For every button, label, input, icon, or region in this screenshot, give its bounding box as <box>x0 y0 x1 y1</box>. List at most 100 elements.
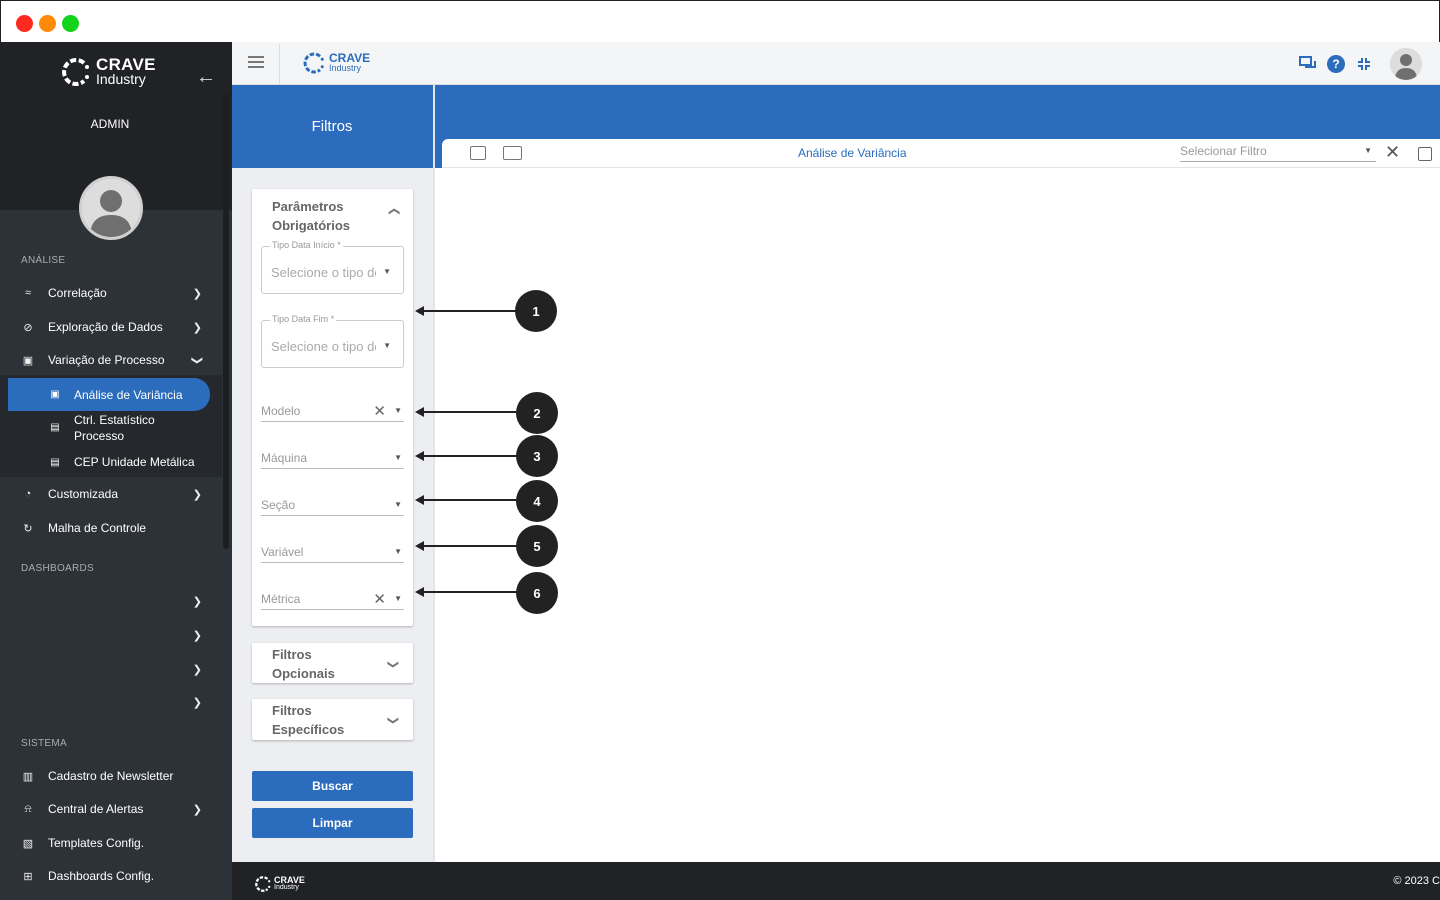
field-placeholder: Seção <box>261 498 296 512</box>
dashboard-item[interactable]: ❯ <box>0 654 218 684</box>
dropdown-arrow-icon: ▼ <box>394 547 402 556</box>
dropdown-arrow-icon: ▼ <box>383 341 391 350</box>
close-window-icon[interactable] <box>16 15 33 32</box>
chevron-right-icon: ❯ <box>192 696 202 709</box>
template-icon: ▧ <box>22 837 34 850</box>
close-icon[interactable]: ✕ <box>1385 142 1401 162</box>
user-role: ADMIN <box>90 117 130 131</box>
menu-icon[interactable] <box>248 56 264 68</box>
specific-filters-title: Filtros Específicos <box>272 703 345 737</box>
bell-icon: ⍾ <box>24 802 32 815</box>
sidebar-subitem-label: CEP Unidade Metálica <box>74 455 195 469</box>
chat-icon[interactable] <box>1298 54 1318 74</box>
dropdown-arrow-icon: ▼ <box>394 500 402 509</box>
crave-logo-icon <box>62 58 89 86</box>
sidebar-item-customizada[interactable]: ◔ Customizada ❯ <box>0 479 218 509</box>
clear-icon[interactable]: ✕ <box>373 403 386 420</box>
section-dashboards: DASHBOARDS <box>21 563 95 574</box>
search-button[interactable]: Buscar <box>252 771 413 801</box>
arrow-head-icon <box>415 306 424 316</box>
chevron-down-icon[interactable]: ❯ <box>386 659 399 670</box>
annotation-badge: 5 <box>516 525 558 567</box>
minimize-window-icon[interactable] <box>39 15 56 32</box>
collapse-sidebar-arrow-icon[interactable]: ← <box>196 66 216 88</box>
field-placeholder: Métrica <box>261 592 301 606</box>
help-icon[interactable]: ? <box>1327 55 1345 73</box>
sidebar-item-exploracao[interactable]: ⊘ Exploração de Dados ❯ <box>0 312 218 342</box>
arrow-head-icon <box>415 407 424 417</box>
arrow-head-icon <box>415 495 424 505</box>
modelo-select[interactable]: Modelo ✕ ▼ <box>261 400 404 422</box>
optional-filters-card[interactable]: Filtros Opcionais ❯ <box>252 643 413 683</box>
sidebar-item-newsletter[interactable]: ▥ Cadastro de Newsletter <box>0 761 218 791</box>
chevron-right-icon: ❯ <box>192 287 202 300</box>
sidebar-item-correlacao[interactable]: ≈ Correlação ❯ <box>0 278 218 308</box>
field-placeholder: Selecione o tipo de <box>271 265 376 280</box>
dashboard-item[interactable]: ❯ <box>0 687 218 717</box>
tipo-data-fim-select[interactable]: Tipo Data Fim * Selecione o tipo de ▼ <box>261 314 404 368</box>
footer-logo: CRAVE Industry <box>254 875 305 893</box>
chevron-up-icon[interactable]: ❯ <box>387 206 400 217</box>
user-avatar-small[interactable] <box>1390 48 1422 80</box>
top-bar: CRAVE Industry ? <box>232 42 1440 85</box>
sidebar-scrollbar[interactable] <box>223 94 229 549</box>
window-titlebar <box>0 0 1440 42</box>
annotation-arrow <box>418 455 518 457</box>
sidebar-subitem-analise-variancia[interactable]: ▣ Análise de Variância <box>8 378 210 411</box>
metrica-select[interactable]: Métrica ✕ ▼ <box>261 588 404 610</box>
panel-divider <box>433 85 435 862</box>
chevron-down-icon[interactable]: ❯ <box>386 715 399 726</box>
clear-button[interactable]: Limpar <box>252 808 413 838</box>
maximize-window-icon[interactable] <box>62 15 79 32</box>
sidebar-item-label: Malha de Controle <box>48 521 147 535</box>
dashboard-item[interactable]: ❯ <box>0 620 218 650</box>
sidebar-item-label: Variação de Processo <box>48 353 165 367</box>
main-content <box>442 139 1440 862</box>
variavel-select[interactable]: Variável ▼ <box>261 541 404 563</box>
field-placeholder: Variável <box>261 545 304 559</box>
dashboard-item[interactable]: ❯ <box>0 586 218 616</box>
section-sistema: SISTEMA <box>21 738 67 749</box>
specific-filters-card[interactable]: Filtros Específicos ❯ <box>252 699 413 740</box>
collapse-fullscreen-icon[interactable] <box>1354 54 1374 74</box>
dashboard-icon: ⊞ <box>23 870 33 883</box>
copyright: © 2023 C <box>1393 875 1440 887</box>
chevron-right-icon: ❯ <box>192 803 202 816</box>
annotation-arrow <box>418 545 518 547</box>
table-icon: ▤ <box>50 422 60 433</box>
sidebar-item-alertas[interactable]: ⍾ Central de Alertas ❯ <box>0 794 218 824</box>
section-analise: ANÁLISE <box>21 255 66 266</box>
required-params-title[interactable]: Parâmetros Obrigatórios <box>272 199 351 233</box>
sidebar-item-dashboards-config[interactable]: ⊞ Dashboards Config. <box>0 861 218 891</box>
select-filter-dropdown[interactable]: Selecionar Filtro ▼ <box>1180 142 1376 162</box>
arrow-head-icon <box>415 541 424 551</box>
export-pdf-icon[interactable] <box>470 146 486 160</box>
clear-icon[interactable]: ✕ <box>373 591 386 608</box>
user-avatar[interactable] <box>79 176 143 240</box>
tipo-data-inicio-select[interactable]: Tipo Data Início * Selecione o tipo de ▼ <box>261 240 404 294</box>
required-params-card: Parâmetros Obrigatórios ❯ Tipo Data Iníc… <box>252 189 413 626</box>
annotation-badge: 6 <box>516 572 558 614</box>
annotation-arrow <box>418 310 518 312</box>
sidebar-subitem-cep[interactable]: ▤ CEP Unidade Metálica <box>8 447 210 477</box>
sidebar-item-malha[interactable]: ↻ Malha de Controle <box>0 513 218 543</box>
sidebar-subitem-label: Ctrl. Estatístico Processo <box>74 413 155 443</box>
sidebar-item-label: Customizada <box>48 487 119 501</box>
chevron-right-icon: ❯ <box>192 663 202 676</box>
refresh-icon: ↻ <box>23 522 33 535</box>
annotation-badge: 2 <box>516 392 558 434</box>
sidebar-subitem-ctrl-estatistico[interactable]: ▤ Ctrl. Estatístico Processo <box>8 411 210 445</box>
topbar-logo[interactable]: CRAVE Industry <box>302 51 370 75</box>
sidebar-item-templates[interactable]: ▧ Templates Config. <box>0 828 218 858</box>
save-icon[interactable] <box>1418 147 1432 161</box>
content-toolbar: Análise de Variância Selecionar Filtro ▼… <box>442 139 1440 168</box>
brand-sub: Industry <box>274 884 299 891</box>
sidebar-item-variacao[interactable]: ▣ Variação de Processo ❯ <box>0 345 218 375</box>
field-placeholder: Selecionar Filtro <box>1180 144 1267 158</box>
dropdown-arrow-icon: ▼ <box>394 453 402 462</box>
chevron-right-icon: ❯ <box>192 488 202 501</box>
export-image-icon[interactable] <box>503 146 522 160</box>
maquina-select[interactable]: Máquina ▼ <box>261 447 404 469</box>
annotation-badge: 3 <box>516 435 558 477</box>
secao-select[interactable]: Seção ▼ <box>261 494 404 516</box>
